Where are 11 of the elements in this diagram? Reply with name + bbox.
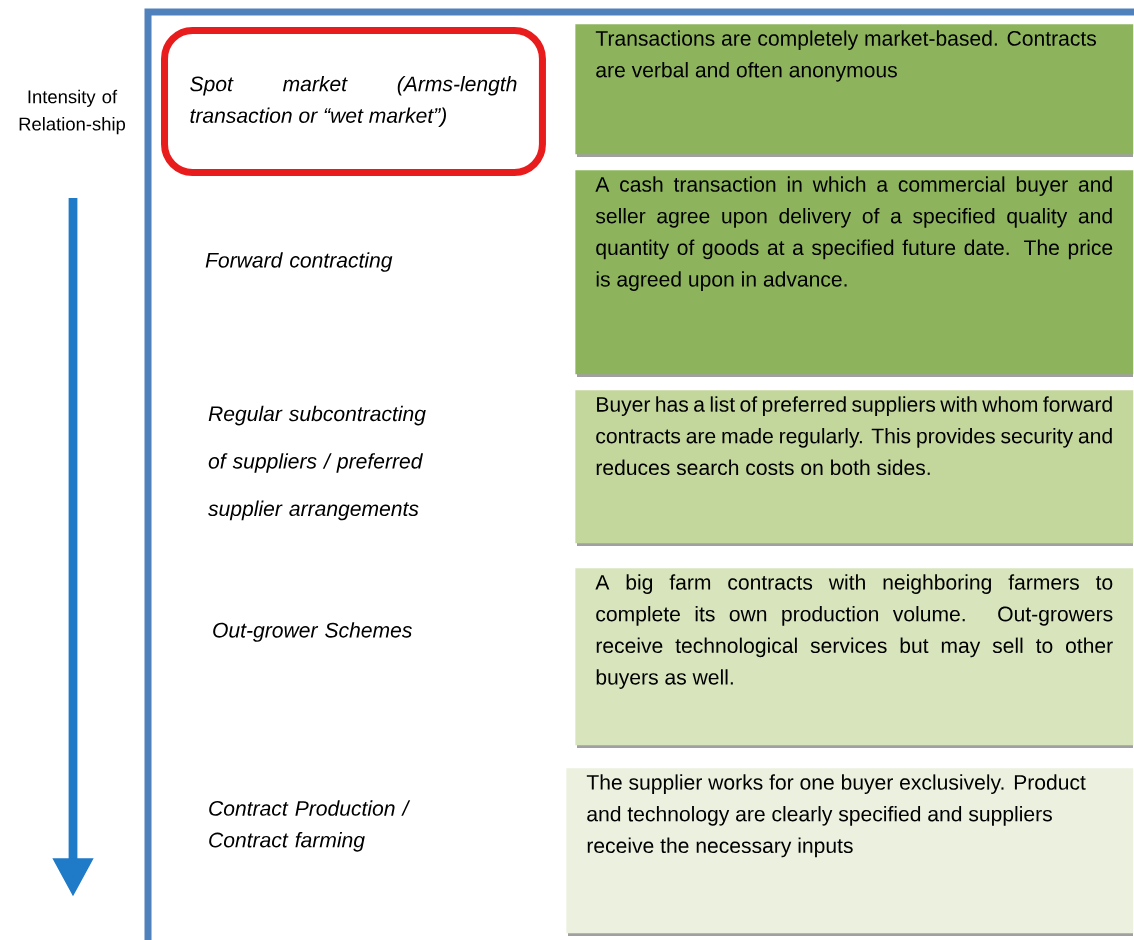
description-box: The supplier works for one buyer exclusively. Product and technology are clearly specified and suppliers receive the necessary inputs <box>566 768 1134 936</box>
description-box: A big farm contracts with neighboring farmers to complete its own production volume. Out-growers receive technological services but may sell to other buyers as well. <box>575 568 1134 748</box>
axis-label: Intensity of Relation-ship <box>19 89 126 135</box>
stage-label: Regular subcontracting of suppliers / preferred supplier arrangements <box>208 405 426 521</box>
description-box: Transactions are completely market-based. Contracts are verbal and often anonymous <box>575 24 1134 157</box>
spot-market-box: Spot market (Arms-length transaction or “wet market”) <box>161 27 546 176</box>
stage-label: Out-grower Schemes <box>213 622 412 642</box>
stage-label: Contract Production / Contract farming <box>209 800 411 852</box>
description-box: A cash transaction in which a commercial buyer and seller agree upon delivery of a specified quality and quantity of goods at a specified future date. The price is agreed upon in advance. <box>575 170 1134 377</box>
stage-label: Forward contracting <box>205 252 393 272</box>
description-box: Buyer has a list of preferred suppliers with whom forward contracts are made regularly. This provides security and reduces search costs on both sides. <box>575 390 1134 546</box>
